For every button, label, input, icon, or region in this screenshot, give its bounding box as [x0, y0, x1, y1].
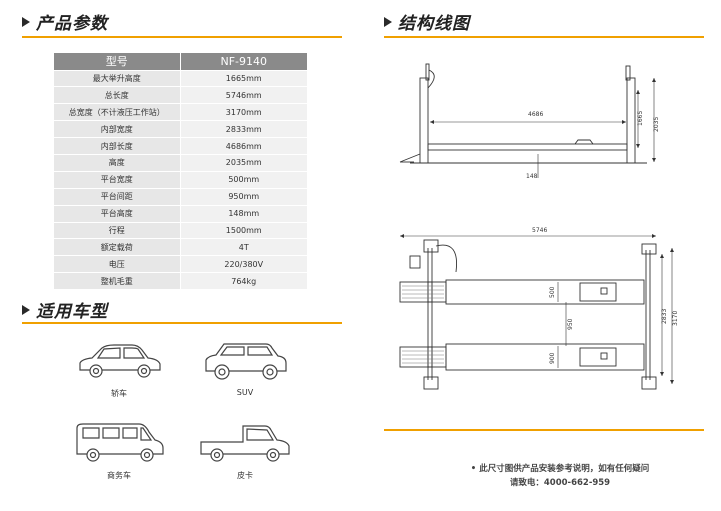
spec-value: 764kg: [180, 272, 307, 291]
van-icon: [76, 423, 164, 462]
spec-key: 整机毛重: [54, 272, 181, 291]
dim-inner-width: 2833: [661, 309, 668, 324]
spec-value: NF-9140: [180, 53, 307, 71]
dim-total-width: 3170: [672, 311, 679, 326]
dim-platform-gap: 950: [567, 318, 574, 330]
dim-inner-length: 4686: [528, 111, 543, 118]
spec-value: 500mm: [180, 171, 307, 189]
suv-icon: [205, 343, 287, 380]
triangle-icon: [22, 16, 30, 27]
accent-rule: [384, 429, 704, 431]
pickup-icon: [200, 425, 290, 462]
accent-rule: [22, 322, 342, 324]
spec-key: 最大举升高度: [54, 70, 181, 88]
dim-platform-height: 148: [526, 173, 538, 180]
vehicle-sedan: 轿车: [64, 338, 174, 399]
dim-platform-width-1: 500: [549, 286, 556, 298]
spec-value: 4T: [180, 238, 307, 257]
spec-value: 2833mm: [180, 120, 307, 139]
spec-key: 型号: [54, 53, 181, 71]
vehicles-title: 适用车型: [22, 297, 108, 322]
spec-key: 行程: [54, 222, 181, 240]
sedan-icon: [79, 344, 161, 378]
vehicle-label: SUV: [236, 388, 254, 397]
structure-title: 结构线图: [384, 9, 470, 34]
product-params-title: 产品参数: [22, 9, 108, 34]
spec-key: 平台高度: [54, 205, 181, 223]
spec-value: 2035mm: [180, 154, 307, 172]
triangle-icon: [22, 304, 30, 315]
vehicle-label: 商务车: [107, 471, 131, 480]
spec-value: 3170mm: [180, 103, 307, 122]
accent-rule: [22, 36, 342, 38]
vehicle-label: 皮卡: [237, 471, 253, 480]
spec-key: 额定载荷: [54, 238, 181, 257]
dim-lift-height: 1665: [637, 111, 644, 126]
vehicle-label: 轿车: [111, 389, 127, 398]
spec-value: 1500mm: [180, 222, 307, 240]
vehicle-van: 商务车: [64, 420, 174, 481]
spec-key: 电压: [54, 255, 181, 274]
vehicle-suv: SUV: [190, 338, 300, 397]
spec-value: 5746mm: [180, 86, 307, 105]
spec-value: 220/380V: [180, 255, 307, 274]
install-note: • 此尺寸图供产品安装参考说明，如有任何疑问: [470, 464, 650, 474]
top-view: [399, 239, 657, 390]
spec-value: 4686mm: [180, 137, 307, 155]
spec-key: 平台间距: [54, 188, 181, 206]
dim-total-length: 5746: [532, 227, 547, 234]
dim-height: 2035: [653, 117, 660, 132]
contact-phone: 请致电：4000-662-959: [509, 478, 611, 488]
dim-platform-width-2: 900: [549, 352, 556, 364]
accent-rule: [384, 36, 704, 38]
spec-key: 内部宽度: [54, 120, 181, 139]
spec-key: 总长度: [54, 86, 181, 105]
side-view: [399, 63, 647, 164]
structure-diagram: 4686 1665 2035 148 5746 500 950 900 2833…: [399, 63, 679, 390]
vehicle-pickup: 皮卡: [190, 420, 300, 481]
spec-value: 148mm: [180, 205, 307, 223]
triangle-icon: [384, 16, 392, 27]
spec-value: 950mm: [180, 188, 307, 206]
spec-key: 平台宽度: [54, 171, 181, 189]
spec-key: 内部长度: [54, 137, 181, 155]
spec-row: 总宽度（不计液压工作站）3170mm: [54, 103, 307, 122]
spec-key: 高度: [54, 154, 181, 172]
spec-key: 总宽度（不计液压工作站）: [54, 103, 181, 122]
spec-value: 1665mm: [180, 70, 307, 88]
